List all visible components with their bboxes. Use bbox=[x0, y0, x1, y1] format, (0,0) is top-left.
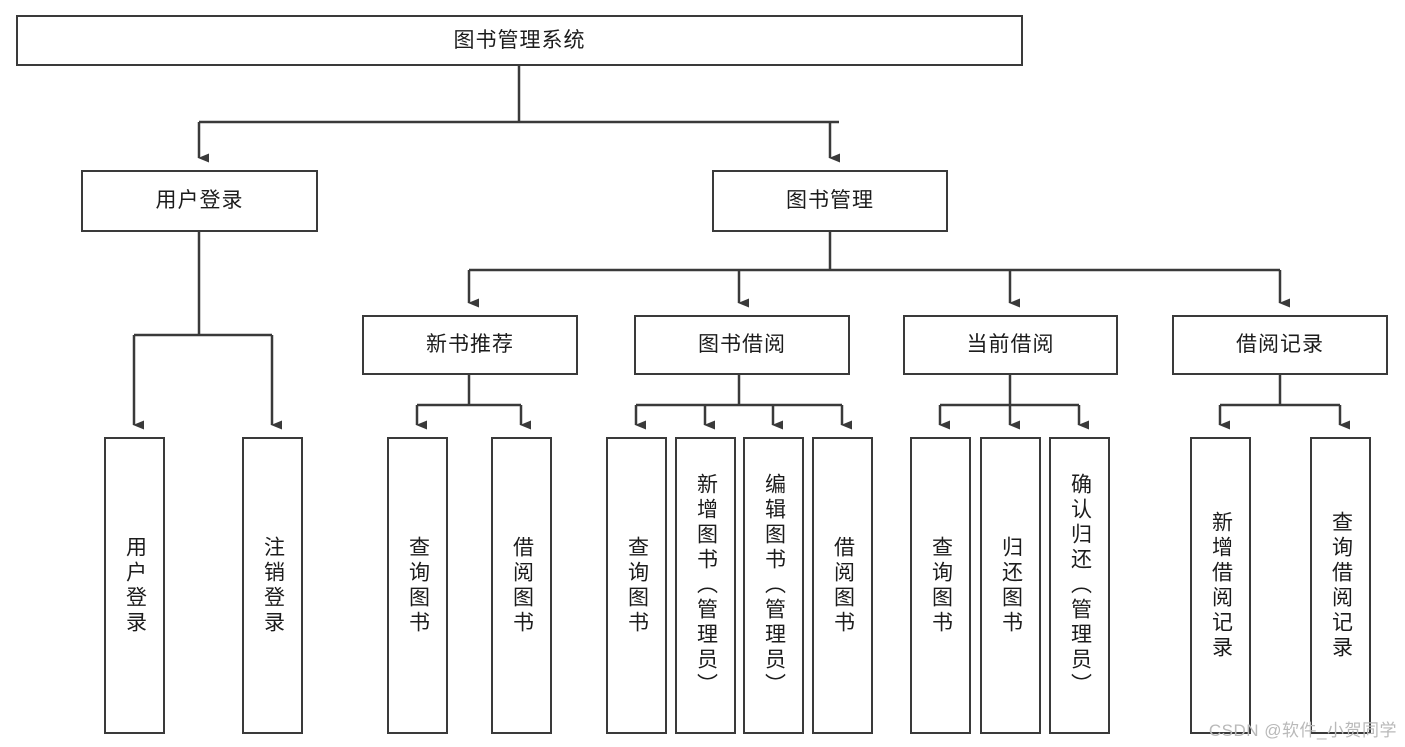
leaf-current-borrow-confirm-return-admin[interactable]: 确认归还（管理员） bbox=[1049, 437, 1110, 734]
node-label: 借阅图书 bbox=[510, 535, 534, 636]
node-label: 用户登录 bbox=[123, 535, 147, 636]
node-label: 借阅图书 bbox=[831, 535, 855, 636]
node-label: 注销登录 bbox=[261, 535, 285, 636]
leaf-user-login-login[interactable]: 用户登录 bbox=[104, 437, 165, 734]
node-borrow-record[interactable]: 借阅记录 bbox=[1172, 315, 1388, 375]
node-label: 查询借阅记录 bbox=[1329, 510, 1353, 661]
leaf-new-book-query-book[interactable]: 查询图书 bbox=[387, 437, 448, 734]
leaf-current-borrow-return-book[interactable]: 归还图书 bbox=[980, 437, 1041, 734]
node-label: 新书推荐 bbox=[426, 333, 514, 357]
leaf-book-borrow-add-book-admin[interactable]: 新增图书（管理员） bbox=[675, 437, 736, 734]
node-label: 查询图书 bbox=[625, 535, 649, 636]
node-label: 借阅记录 bbox=[1236, 333, 1324, 357]
node-label: 归还图书 bbox=[999, 535, 1023, 636]
node-label: 图书借阅 bbox=[698, 333, 786, 357]
node-label: 当前借阅 bbox=[966, 333, 1055, 357]
node-new-book-recommend[interactable]: 新书推荐 bbox=[362, 315, 578, 375]
node-label: 用户登录 bbox=[155, 189, 244, 213]
node-label: 确认归还（管理员） bbox=[1068, 473, 1092, 698]
leaf-book-borrow-borrow-book[interactable]: 借阅图书 bbox=[812, 437, 873, 734]
node-label: 新增图书（管理员） bbox=[694, 473, 718, 698]
node-label: 查询图书 bbox=[406, 535, 430, 636]
leaf-book-borrow-edit-book-admin[interactable]: 编辑图书（管理员） bbox=[743, 437, 804, 734]
node-label: 图书管理 bbox=[786, 189, 874, 213]
csdn-watermark: CSDN @软件_小贺同学 bbox=[1208, 721, 1397, 740]
leaf-borrow-record-query-record[interactable]: 查询借阅记录 bbox=[1310, 437, 1371, 734]
node-label: 新增借阅记录 bbox=[1209, 510, 1233, 661]
node-current-borrow[interactable]: 当前借阅 bbox=[903, 315, 1118, 375]
leaf-current-borrow-query-book[interactable]: 查询图书 bbox=[910, 437, 971, 734]
leaf-new-book-borrow-book[interactable]: 借阅图书 bbox=[491, 437, 552, 734]
node-label: 图书管理系统 bbox=[453, 28, 586, 52]
node-book-management[interactable]: 图书管理 bbox=[712, 170, 948, 232]
leaf-user-login-logout[interactable]: 注销登录 bbox=[242, 437, 303, 734]
node-root-book-management-system[interactable]: 图书管理系统 bbox=[16, 15, 1023, 66]
leaf-borrow-record-add-record[interactable]: 新增借阅记录 bbox=[1190, 437, 1251, 734]
node-label: 查询图书 bbox=[929, 535, 953, 636]
leaf-book-borrow-query-book[interactable]: 查询图书 bbox=[606, 437, 667, 734]
node-book-borrow[interactable]: 图书借阅 bbox=[634, 315, 850, 375]
node-user-login[interactable]: 用户登录 bbox=[81, 170, 318, 232]
node-label: 编辑图书（管理员） bbox=[762, 473, 786, 698]
